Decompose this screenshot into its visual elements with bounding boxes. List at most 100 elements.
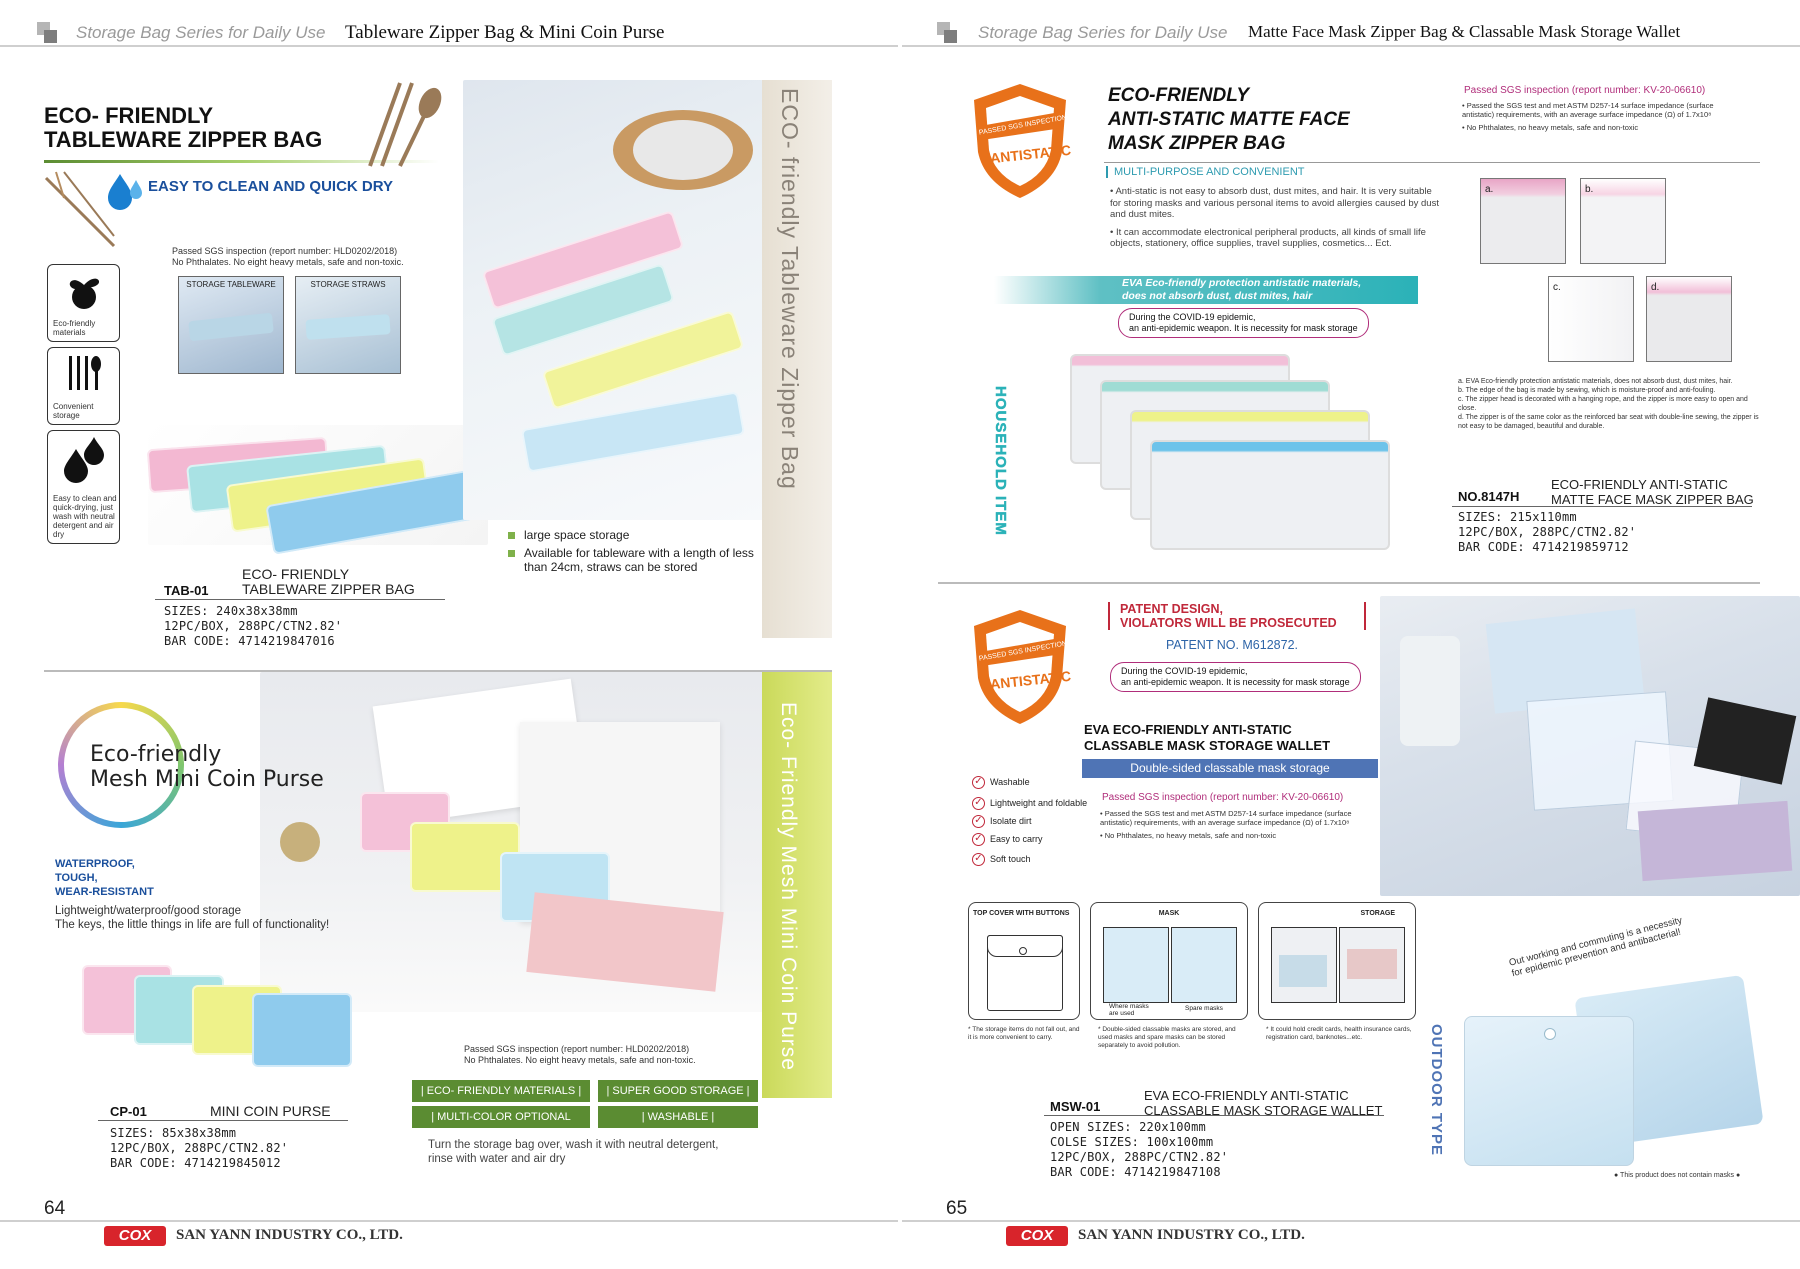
header-square-icon	[944, 30, 957, 43]
page-number: 64	[44, 1198, 66, 1219]
diagram-note-3: * It could hold credit cards, health ins…	[1266, 1026, 1412, 1041]
check-washable: ✓Washable	[972, 776, 1030, 789]
wallet-main-photo	[1380, 596, 1800, 896]
checkmark-icon: ✓	[972, 776, 985, 789]
patent-notice: PATENT DESIGN, VIOLATORS WILL BE PROSECU…	[1108, 602, 1366, 630]
diagram-note-1: * The storage items do not fall out, and…	[968, 1026, 1080, 1041]
mask-bag-sgs-body: • Passed the SGS test and met ASTM D257-…	[1462, 101, 1714, 132]
header-title: Matte Face Mask Zipper Bag & Classable M…	[1248, 22, 1681, 41]
wallet-subtitle: Double-sided classable mask storage	[1082, 759, 1378, 778]
detail-photo-b: b.	[1580, 178, 1666, 264]
tableware-main-photo	[463, 80, 763, 520]
mask-bag-notes: a. EVA Eco-friendly protection antistati…	[1458, 378, 1759, 430]
outdoor-band: OUTDOOR TYPE	[1428, 1024, 1445, 1157]
convenient-storage-badge: Convenient storage	[47, 347, 120, 425]
mask-bag-sgs-head: Passed SGS inspection (report number: KV…	[1464, 85, 1706, 96]
tableware-bullets: large space storage Available for tablew…	[508, 528, 758, 574]
checkmark-icon: ✓	[972, 797, 985, 810]
check-isolate-dirt: ✓Isolate dirt	[972, 815, 1032, 828]
code-rule	[155, 599, 445, 600]
antistatic-shield-icon	[974, 610, 1066, 724]
wash-note: Turn the storage bag over, wash it with …	[428, 1139, 719, 1165]
wallet-product-photo	[1464, 974, 1764, 1166]
tableware-sgs: Passed SGS inspection (report number: HL…	[172, 246, 404, 267]
header-title: Tableware Zipper Bag & Mini Coin Purse	[345, 22, 665, 43]
header-rule	[0, 45, 898, 47]
mask-bag-desc: • Anti-static is not easy to absorb dust…	[1110, 186, 1439, 249]
feature-super-storage: | SUPER GOOD STORAGE |	[598, 1080, 758, 1102]
header-square-icon	[44, 30, 57, 43]
thumb-storage-straws: STORAGE STRAWS	[295, 276, 401, 374]
sub-rule	[1104, 162, 1760, 163]
checkmark-icon: ✓	[972, 853, 985, 866]
mask-bag-subhead: MULTI-PURPOSE AND CONVENIENT	[1106, 166, 1305, 178]
wallet-footnote: ● This product does not contain masks ●	[1614, 1172, 1741, 1179]
check-soft-touch: ✓Soft touch	[972, 853, 1031, 866]
tableware-side-band: ECO- friendly Tableware Zipper Bag	[762, 80, 832, 638]
coin-desc: Lightweight/waterproof/good storage The …	[55, 905, 330, 931]
tableware-title: ECO- FRIENDLY TABLEWARE ZIPPER BAG	[44, 103, 323, 152]
code-rule	[98, 1120, 348, 1121]
checkmark-icon: ✓	[972, 833, 985, 846]
coin-title: Eco-friendly Mesh Mini Coin Purse	[90, 742, 324, 792]
mask-bags-photo	[1030, 340, 1400, 550]
easy-clean-badge: Easy to clean and quick-drying, just was…	[47, 430, 120, 544]
coin-code: CP-01	[110, 1104, 147, 1119]
eva-banner: EVA Eco-friendly protection antistatic m…	[994, 276, 1418, 304]
feature-washable: | WASHABLE |	[598, 1106, 758, 1128]
wallet-slogan: Out working and commuting is a necessity…	[1508, 914, 1684, 980]
coin-pack-photo	[82, 945, 382, 1075]
page-number: 65	[946, 1198, 968, 1219]
wallet-spec: OPEN SIZES: 220x100mm COLSE SIZES: 100x1…	[1050, 1120, 1229, 1179]
water-drop-icon	[108, 174, 142, 210]
section-divider	[938, 582, 1760, 584]
coin-main-photo	[260, 672, 765, 1012]
diagram-top-cover: TOP COVER WITH BUTTONS	[968, 902, 1080, 1020]
diagram-storage: STORAGE	[1258, 902, 1416, 1020]
covid-pill: During the COVID-19 epidemic, an anti-ep…	[1110, 662, 1361, 692]
company-name: SAN YANN INDUSTRY CO., LTD.	[176, 1227, 403, 1243]
mask-bag-spec: SIZES: 215x110mm 12PC/BOX, 288PC/CTN2.82…	[1458, 510, 1637, 554]
feature-eco-materials: | ECO- FRIENDLY MATERIALS |	[412, 1080, 590, 1102]
company-name: SAN YANN INDUSTRY CO., LTD.	[1078, 1227, 1305, 1243]
coin-sgs: Passed SGS inspection (report number: HL…	[464, 1044, 696, 1065]
detail-photo-d: d.	[1646, 276, 1732, 362]
covid-pill: During the COVID-19 epidemic, an anti-ep…	[1118, 308, 1369, 338]
footer-rule	[902, 1220, 1800, 1222]
antistatic-shield-icon	[974, 84, 1066, 198]
cox-logo: COX	[1006, 1226, 1068, 1246]
checkmark-icon: ✓	[972, 815, 985, 828]
check-easy-carry: ✓Easy to carry	[972, 833, 1043, 846]
diagram-note-2: * Double-sided classable masks are store…	[1098, 1026, 1236, 1049]
feature-multi-color: | MULTI-COLOR OPTIONAL	[412, 1106, 590, 1128]
coin-product-name: MINI COIN PURSE	[210, 1103, 331, 1119]
eco-material-badge: Eco-friendly materials	[47, 264, 120, 342]
brush-illustration-icon	[44, 171, 116, 248]
code-rule	[1452, 506, 1752, 507]
header-series: Storage Bag Series for Daily Use	[978, 23, 1228, 42]
leaf-globe-icon	[69, 278, 100, 309]
mask-bag-product-name: ECO-FRIENDLY ANTI-STATIC MATTE FACE MASK…	[1551, 477, 1754, 507]
header-series: Storage Bag Series for Daily Use	[76, 23, 326, 42]
header-rule	[902, 45, 1800, 47]
mask-bag-code: NO.8147H	[1458, 489, 1520, 504]
wallet-sgs-head: Passed SGS inspection (report number: KV…	[1102, 792, 1344, 803]
tableware-tagline: EASY TO CLEAN AND QUICK DRY	[148, 178, 394, 195]
detail-photo-a: a.	[1480, 178, 1566, 264]
title-underline	[44, 160, 439, 163]
wallet-code: MSW-01	[1050, 1099, 1101, 1114]
thumb-storage-tableware: STORAGE TABLEWARE	[178, 276, 284, 374]
cox-logo: COX	[104, 1226, 166, 1246]
diagram-mask: MASK Where masks are used Spare masks	[1090, 902, 1248, 1020]
wallet-sgs-body: • Passed the SGS test and met ASTM D257-…	[1100, 809, 1352, 840]
code-rule	[1044, 1115, 1384, 1116]
cutlery-icon	[69, 356, 101, 390]
droplets-icon	[64, 437, 104, 483]
tableware-pack-photo	[146, 425, 488, 555]
coin-spec: SIZES: 85x38x38mm 12PC/BOX, 288PC/CTN2.8…	[110, 1126, 289, 1170]
tableware-spec: SIZES: 240x38x38mm 12PC/BOX, 288PC/CTN2.…	[164, 604, 343, 648]
household-band: HOUSEHOLD ITEM	[992, 386, 1010, 536]
mask-bag-title: ECO-FRIENDLY ANTI-STATIC MATTE FACE MASK…	[1108, 85, 1350, 154]
coin-side-band: Eco- Friendly Mesh Mini Coin Purse	[762, 672, 832, 1098]
tableware-product-name: ECO- FRIENDLY TABLEWARE ZIPPER BAG	[242, 566, 415, 597]
